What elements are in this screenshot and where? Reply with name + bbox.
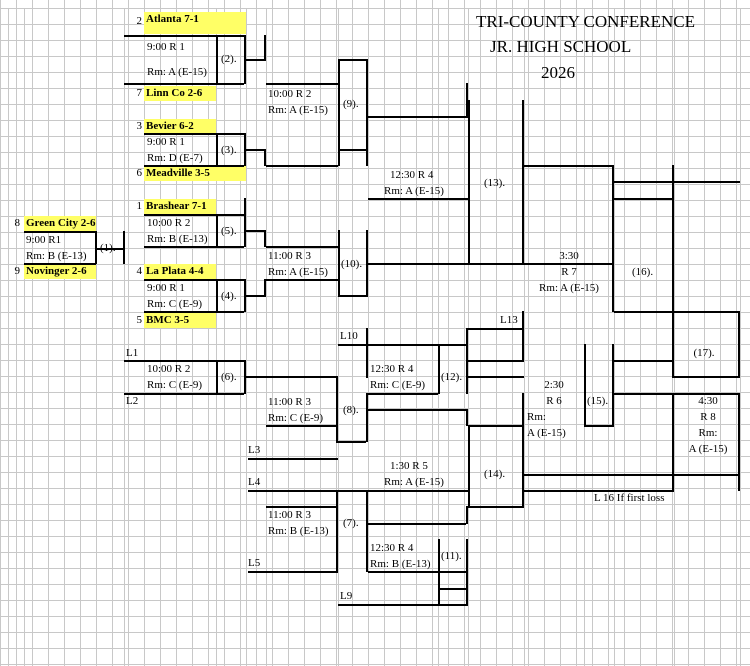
loser-2-label: L2 bbox=[126, 395, 139, 407]
game-17-number: (17). bbox=[693, 347, 715, 359]
game-12-time: 12:30 R 4 bbox=[370, 363, 414, 375]
game-2-number: (2). bbox=[221, 53, 237, 65]
game-6-number: (6). bbox=[221, 371, 237, 383]
loser-10-label: L10 bbox=[340, 330, 358, 342]
seed-la-plata: 4 bbox=[136, 265, 143, 277]
loser-9-label: L9 bbox=[340, 590, 353, 602]
loser-5-label: L5 bbox=[248, 557, 261, 569]
team-la-plata: La Plata 4-4 bbox=[144, 264, 216, 279]
team-brashear: Brashear 7-1 bbox=[144, 199, 216, 214]
seed-atlanta: 2 bbox=[136, 15, 143, 27]
seed-brashear: 1 bbox=[136, 200, 143, 212]
game-13-number: (13). bbox=[484, 177, 506, 189]
game-4-time: 9:00 R 1 bbox=[147, 282, 185, 294]
seed-bmc: 5 bbox=[136, 314, 143, 326]
game-6-room: Rm: C (E-9) bbox=[147, 379, 202, 391]
team-meadville: Meadville 3-5 bbox=[144, 166, 246, 181]
game-13-room: Rm: A (E-15) bbox=[384, 185, 444, 197]
game-17-room-detail: A (E-15) bbox=[688, 443, 728, 455]
team-atlanta: Atlanta 7-1 bbox=[144, 12, 246, 34]
game-7-room: Rm: B (E-13) bbox=[268, 525, 329, 537]
game-5-number: (5). bbox=[221, 225, 237, 237]
loser-3-label: L3 bbox=[248, 444, 261, 456]
game-4-room: Rm: C (E-9) bbox=[147, 298, 202, 310]
game-9-number: (9). bbox=[343, 98, 359, 110]
game-11-time: 12:30 R 4 bbox=[370, 542, 414, 554]
loser-1-label: L1 bbox=[126, 347, 139, 359]
game-2-room: Rm: A (E-15) bbox=[147, 66, 207, 78]
game-7-number: (7). bbox=[343, 517, 359, 529]
game-3-time: 9:00 R 1 bbox=[147, 136, 185, 148]
conference-title: TRI-COUNTY CONFERENCE bbox=[476, 12, 695, 31]
game-15-time: 2:30 bbox=[544, 379, 564, 391]
game-11-room: Rm: B (E-13) bbox=[370, 558, 431, 570]
game-10-number: (10). bbox=[341, 258, 363, 270]
game-17-time: 4:30 bbox=[698, 395, 718, 407]
game-8-number: (8). bbox=[343, 404, 359, 416]
loser-13-label: L13 bbox=[500, 314, 518, 326]
game-14-number: (14). bbox=[484, 468, 506, 480]
game-15-number: (15). bbox=[587, 395, 609, 407]
game-1-time: 9:00 R1 bbox=[26, 234, 62, 246]
team-linn-co: Linn Co 2-6 bbox=[144, 86, 216, 101]
game-5-time: 10:00 R 2 bbox=[147, 217, 191, 229]
game-11-number: (11). bbox=[441, 550, 462, 562]
game-2-time: 9:00 R 1 bbox=[147, 41, 185, 53]
team-green-city: Green City 2-6 bbox=[24, 216, 96, 231]
team-bmc: BMC 3-5 bbox=[144, 313, 216, 328]
game-10-room: Rm: A (E-15) bbox=[268, 266, 328, 278]
year-title: 2026 bbox=[541, 63, 575, 82]
game-5-room: Rm: B (E-13) bbox=[147, 233, 208, 245]
loser-4-label: L4 bbox=[248, 476, 261, 488]
game-12-room: Rm: C (E-9) bbox=[370, 379, 425, 391]
game-3-number: (3). bbox=[221, 144, 237, 156]
game-16-room: Rm: A (E-15) bbox=[539, 282, 599, 294]
game-17-round: R 8 bbox=[700, 411, 716, 423]
school-level-title: JR. HIGH SCHOOL bbox=[490, 37, 632, 56]
game-14-time: 1:30 R 5 bbox=[390, 460, 428, 472]
game-17-room: Rm: bbox=[698, 427, 718, 439]
game-4-number: (4). bbox=[221, 290, 237, 302]
team-novinger: Novinger 2-6 bbox=[24, 264, 96, 279]
game-3-room: Rm: D (E-7) bbox=[147, 152, 203, 164]
game-1-room: Rm: B (E-13) bbox=[26, 250, 87, 262]
game-13-time: 12:30 R 4 bbox=[390, 169, 434, 181]
game-16-time: 3:30 bbox=[559, 250, 579, 262]
game-7-time: 11:00 R 3 bbox=[268, 509, 311, 521]
game-14-room: Rm: A (E-15) bbox=[384, 476, 444, 488]
seed-novinger: 9 bbox=[14, 265, 21, 277]
game-15-round: R 6 bbox=[546, 395, 562, 407]
game-9-time: 10:00 R 2 bbox=[268, 88, 312, 100]
game-10-time: 11:00 R 3 bbox=[268, 250, 311, 262]
team-bevier: Bevier 6-2 bbox=[144, 119, 216, 134]
game-15-room-detail: A (E-15) bbox=[527, 427, 566, 439]
game-15-room: Rm: bbox=[527, 411, 546, 423]
game-9-room: Rm: A (E-15) bbox=[268, 104, 328, 116]
game-16-round: R 7 bbox=[561, 266, 577, 278]
seed-bevier: 3 bbox=[136, 120, 143, 132]
seed-green-city: 8 bbox=[14, 217, 21, 229]
game-12-number: (12). bbox=[441, 371, 463, 383]
game-6-time: 10:00 R 2 bbox=[147, 363, 191, 375]
game-8-time: 11:00 R 3 bbox=[268, 396, 311, 408]
seed-meadville: 6 bbox=[136, 167, 143, 179]
game-8-room: Rm: C (E-9) bbox=[268, 412, 323, 424]
loser-16-note: L 16 If first loss bbox=[594, 492, 665, 504]
game-16-number: (16). bbox=[632, 266, 654, 278]
seed-linn-co: 7 bbox=[136, 87, 143, 99]
